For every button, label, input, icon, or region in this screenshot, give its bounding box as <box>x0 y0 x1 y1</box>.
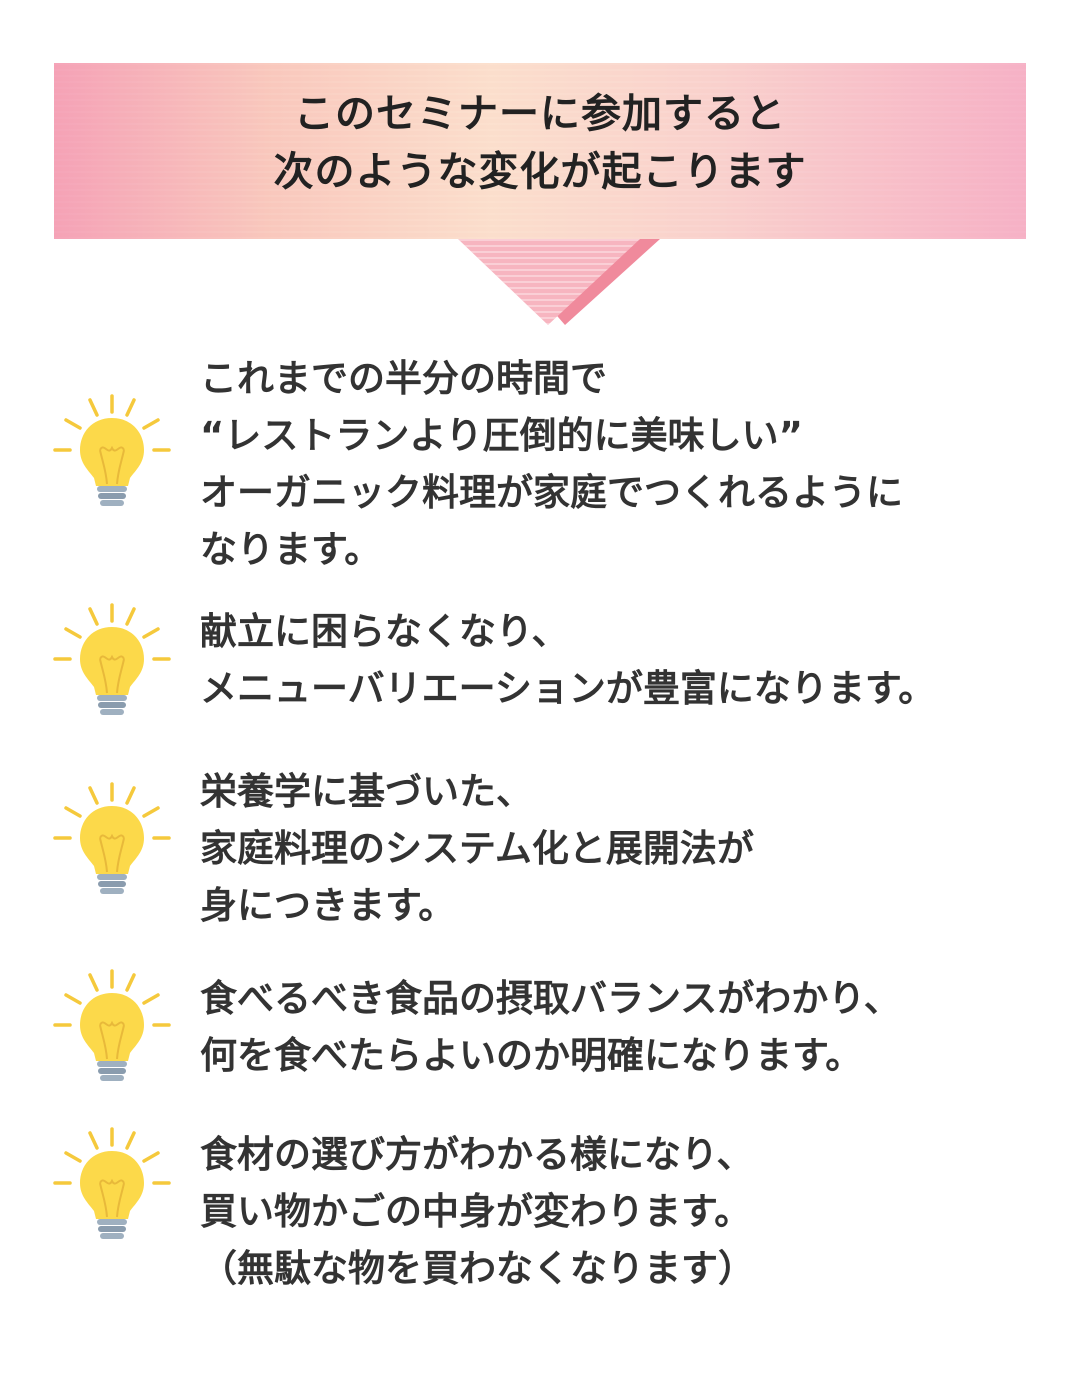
benefit-line: なります。 <box>200 528 382 571</box>
banner-title: このセミナーに参加すると 次のような変化が起こります <box>54 85 1026 201</box>
benefit-line: 食べるべき食品の摂取バランスがわかり、 <box>200 977 901 1020</box>
down-arrow-icon <box>458 239 660 325</box>
benefit-line: 栄養学に基づいた、 <box>200 770 533 813</box>
benefit-line: メニューバリエーションが豊富になります。 <box>200 667 936 710</box>
banner-title-line: このセミナーに参加すると <box>294 91 786 137</box>
lightbulb-icon <box>53 1127 171 1239</box>
lightbulb-icon <box>53 603 171 715</box>
banner-title-line: 次のような変化が起こります <box>273 149 807 195</box>
lightbulb-icon <box>53 969 171 1081</box>
benefit-line: 食材の選び方がわかる様になり、 <box>200 1133 754 1176</box>
benefit-line: 買い物かごの中身が変わります。 <box>200 1190 752 1233</box>
benefit-text: 食べるべき食品の摂取バランスがわかり、 何を食べたらよいのか明確になります。 <box>200 970 901 1084</box>
benefit-line: オーガニック料理が家庭でつくれるように <box>200 471 903 514</box>
lightbulb-icon <box>53 782 171 894</box>
benefit-line: これまでの半分の時間で <box>200 357 607 400</box>
benefit-text: 栄養学に基づいた、 家庭料理のシステム化と展開法が 身につきます。 <box>200 763 754 934</box>
header-banner: このセミナーに参加すると 次のような変化が起こります <box>54 63 1026 239</box>
benefit-text: 食材の選び方がわかる様になり、 買い物かごの中身が変わります。 （無駄な物を買わ… <box>200 1126 755 1297</box>
lightbulb-icon <box>53 394 171 506</box>
benefit-line: “レストランより圧倒的に美味しい” <box>200 414 803 457</box>
benefit-line: 家庭料理のシステム化と展開法が <box>200 827 754 870</box>
benefit-line: （無駄な物を買わなくなります） <box>200 1247 755 1290</box>
benefit-line: 身につきます。 <box>200 884 456 927</box>
benefit-text: これまでの半分の時間で “レストランより圧倒的に美味しい” オーガニック料理が家… <box>200 350 903 578</box>
benefit-line: 献立に困らなくなり、 <box>200 610 569 653</box>
benefit-line: 何を食べたらよいのか明確になります。 <box>200 1034 863 1077</box>
benefit-text: 献立に困らなくなり、 メニューバリエーションが豊富になります。 <box>200 603 935 717</box>
